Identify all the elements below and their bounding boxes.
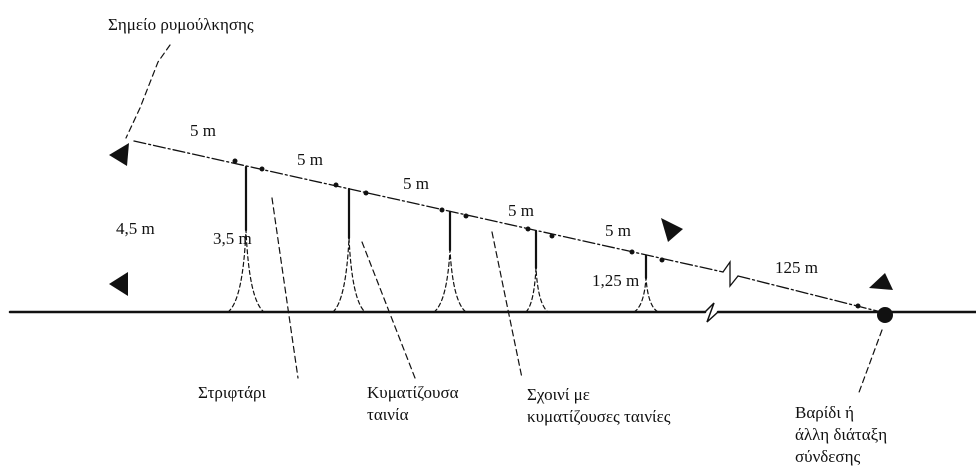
segment-label-1: 5 m — [190, 121, 216, 140]
tail-length-label: 125 m — [775, 258, 818, 277]
weight-dot — [877, 307, 893, 323]
streamer-2-curve — [332, 237, 366, 313]
weight-leader — [857, 329, 883, 396]
streamer-4-curve — [525, 267, 549, 313]
rope-label-line1: Σχοινί με — [527, 385, 590, 404]
sea-surface-break — [704, 302, 719, 323]
swivel-leader — [271, 197, 299, 379]
triangle-marker-left-bottom — [109, 272, 128, 296]
main-rope-break — [722, 259, 739, 288]
streamer-label-line1: Κυματίζουσα — [367, 383, 459, 402]
segment-label-2: 5 m — [297, 150, 323, 169]
swivel-label: Στριφτάρι — [198, 383, 267, 402]
streamer-3-curve — [433, 249, 467, 313]
streamer-5-curve — [633, 277, 659, 313]
main-rope-tail — [737, 275, 886, 314]
segment-label-5: 5 m — [605, 221, 631, 240]
triangle-marker-left-top — [109, 143, 129, 166]
triangle-marker-right-low — [869, 273, 893, 290]
tow-point-label: Σημείο ρυμούλκησης — [108, 15, 254, 34]
height-first-label: 3,5 m — [213, 229, 252, 248]
main-rope — [133, 140, 724, 273]
triangle-marker-right-mid — [661, 218, 683, 242]
rope-leader — [491, 231, 523, 379]
weight-label-line2: άλλη διάταξη — [795, 425, 887, 444]
rope-label-line2: κυματίζουσες ταινίες — [527, 407, 671, 426]
tow-point-leader — [125, 44, 171, 139]
segment-label-3: 5 m — [403, 174, 429, 193]
streamer-leader — [361, 241, 416, 379]
height-last-label: 1,25 m — [592, 271, 639, 290]
streamer-label-line2: ταινία — [367, 405, 409, 424]
streamer-1-curve — [227, 229, 265, 313]
height-total-label: 4,5 m — [116, 219, 155, 238]
weight-label-line1: Βαρίδι ή — [795, 403, 854, 422]
segment-label-4: 5 m — [508, 201, 534, 220]
weight-label-line3: σύνδεσης — [795, 447, 860, 466]
